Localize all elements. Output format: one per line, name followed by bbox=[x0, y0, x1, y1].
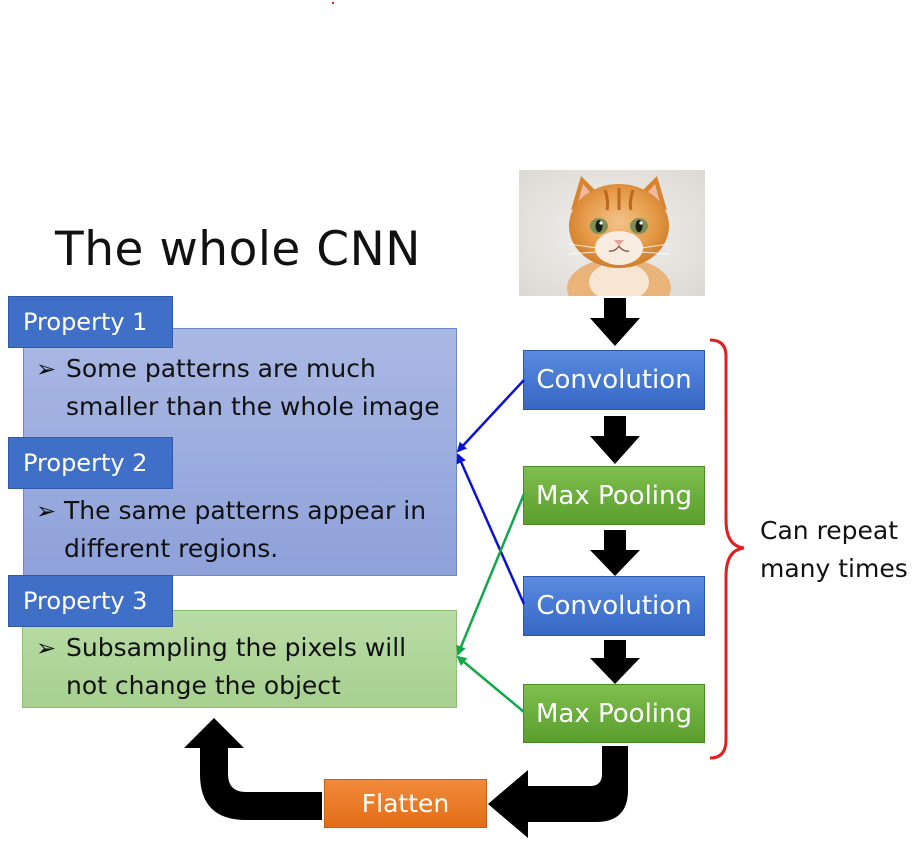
property-3-line-2: not change the object bbox=[66, 671, 341, 700]
repeat-note-line-2: many times bbox=[760, 554, 908, 583]
property-2-label: Property 2 bbox=[8, 437, 173, 489]
property-3-text: ➢ Subsampling the pixels will not change … bbox=[36, 629, 451, 705]
cat-image bbox=[519, 170, 705, 296]
input-image bbox=[519, 170, 705, 296]
property-1-line-1: Some patterns are much bbox=[66, 354, 376, 383]
property-1-label: Property 1 bbox=[8, 296, 173, 348]
max-pooling-stage-1: Max Pooling bbox=[523, 466, 705, 525]
green-arrow-2 bbox=[456, 655, 525, 713]
bullet-arrow-icon: ➢ bbox=[36, 355, 57, 383]
page-title: The whole CNN bbox=[55, 222, 421, 277]
green-arrow-1 bbox=[456, 493, 526, 656]
blue-arrow-2 bbox=[456, 453, 526, 605]
property-2-line-1: The same patterns appear in bbox=[64, 496, 427, 525]
repeat-note: Can repeat many times bbox=[760, 512, 908, 588]
bullet-arrow-icon: ➢ bbox=[36, 634, 57, 662]
property-2-line-2: different regions. bbox=[64, 534, 279, 563]
repeat-brace bbox=[709, 338, 745, 760]
blue-arrow-1 bbox=[456, 379, 525, 453]
arrow-to-flatten bbox=[488, 746, 628, 838]
down-arrow-3 bbox=[590, 530, 640, 576]
property-1-text: ➢ Some patterns are much smaller than the… bbox=[36, 350, 451, 426]
property-1-line-2: smaller than the whole image bbox=[66, 392, 440, 421]
convolution-stage-1: Convolution bbox=[523, 350, 705, 410]
down-arrows bbox=[590, 298, 640, 684]
property-3-line-1: Subsampling the pixels will bbox=[66, 633, 407, 662]
flatten-stage: Flatten bbox=[324, 779, 487, 828]
down-arrow-2 bbox=[590, 416, 640, 464]
convolution-stage-2: Convolution bbox=[523, 576, 705, 636]
max-pooling-stage-2: Max Pooling bbox=[523, 684, 705, 743]
down-arrow-1 bbox=[590, 298, 640, 346]
bullet-arrow-icon: ➢ bbox=[36, 497, 57, 525]
down-arrow-4 bbox=[590, 640, 640, 684]
property-2-text: ➢The same patterns appear in different r… bbox=[36, 492, 451, 568]
arrow-from-flatten bbox=[184, 718, 322, 820]
repeat-note-line-1: Can repeat bbox=[760, 516, 899, 545]
property-3-label: Property 3 bbox=[8, 575, 173, 627]
